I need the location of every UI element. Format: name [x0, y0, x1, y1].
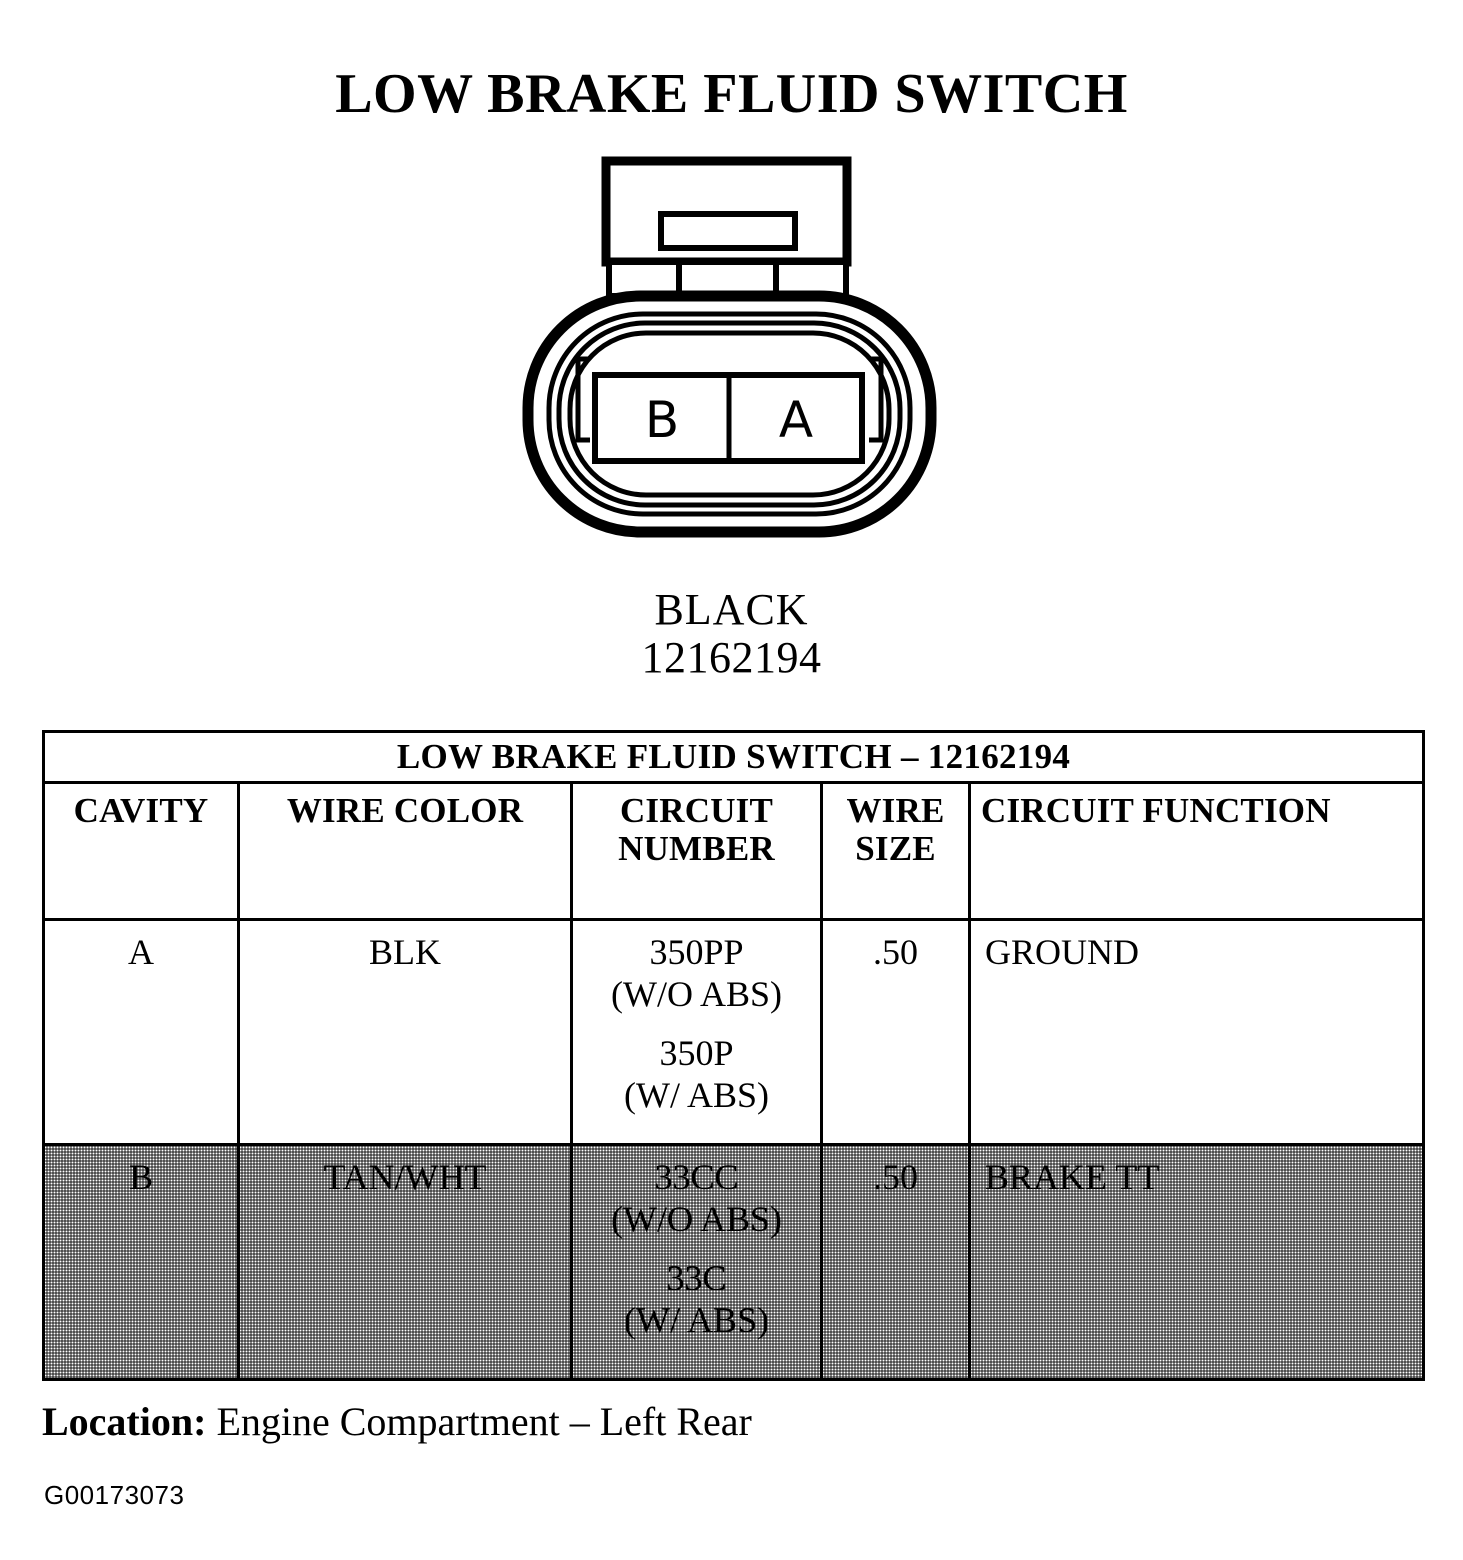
- row-b-wire-color: TAN/WHT: [237, 1143, 573, 1381]
- row-b-wire-size: .50: [820, 1143, 971, 1381]
- row-b-circuit-number-2: 33C: [666, 1257, 727, 1298]
- col-header-cavity: CAVITY: [42, 781, 240, 921]
- table-row: A BLK 350PP (W/O ABS) 350P (W/ ABS) .50 …: [42, 918, 1426, 1146]
- connector-strip-segment-left: [606, 259, 682, 299]
- col-header-circuit-number: CIRCUIT NUMBER: [570, 781, 823, 921]
- row-a-circuit-number-1: 350PP: [649, 932, 744, 972]
- figure-id: G00173073: [44, 1480, 185, 1510]
- connector-top-tab-slot: [658, 211, 798, 251]
- col-header-wire-size-line1: WIRE: [846, 791, 945, 830]
- cavity-label-b: B: [645, 391, 679, 449]
- connector-body-ring-2: [556, 320, 903, 508]
- col-header-wire-color: WIRE COLOR: [237, 781, 573, 921]
- location-label: Location:: [42, 1399, 207, 1444]
- connector-strip-segment-center: [676, 259, 779, 299]
- row-a-circuit-function: GROUND: [967, 918, 1426, 1146]
- row-b-circuit-number: 33CC (W/O ABS) 33C (W/ ABS): [570, 1143, 823, 1381]
- row-b-circuit-number-1-note: (W/O ABS): [611, 1199, 782, 1240]
- row-a-wire-size: .50: [820, 918, 971, 1146]
- row-a-circuit-number-2: 350P: [659, 1032, 734, 1073]
- location-value: Engine Compartment – Left Rear: [206, 1399, 752, 1444]
- location-line: Location: Engine Compartment – Left Rear: [42, 1398, 752, 1445]
- row-b-circuit-number-2-note: (W/ ABS): [623, 1300, 769, 1341]
- connector-body-outer: [522, 290, 937, 538]
- col-header-wire-size: WIRE SIZE: [820, 781, 971, 921]
- row-b-circuit-function: BRAKE TT: [967, 1143, 1426, 1381]
- pinout-table: LOW BRAKE FLUID SWITCH – 12162194 CAVITY…: [41, 730, 1426, 1381]
- connector-body-ring-3: [567, 330, 892, 498]
- page-title: LOW BRAKE FLUID SWITCH: [335, 63, 1128, 125]
- connector-keying-notch-right: [869, 356, 884, 443]
- connector-keying-notch-left: [575, 356, 590, 443]
- table-title-cell: LOW BRAKE FLUID SWITCH – 12162194: [41, 730, 1426, 784]
- row-a-circuit-number: 350PP (W/O ABS) 350P (W/ ABS): [570, 918, 823, 1146]
- row-b-cavity: B: [42, 1143, 240, 1381]
- col-header-circuit-number-line1: CIRCUIT: [619, 791, 774, 830]
- connector-color-name: BLACK: [654, 585, 809, 634]
- connector-part-number: 12162194: [641, 633, 822, 682]
- col-header-circuit-function: CIRCUIT FUNCTION: [967, 781, 1426, 921]
- row-a-wire-color: BLK: [237, 918, 573, 1146]
- col-header-wire-size-line2: SIZE: [855, 828, 936, 868]
- connector-strip-segment-right: [773, 259, 849, 299]
- connector-caption: BLACK 12162194: [0, 588, 1463, 680]
- row-a-circuit-number-1-note: (W/O ABS): [611, 974, 782, 1015]
- row-a-circuit-number-2-note: (W/ ABS): [623, 1075, 769, 1116]
- table-row: B TAN/WHT 33CC (W/O ABS) 33C (W/ ABS) .5…: [42, 1143, 1426, 1381]
- row-a-cavity: A: [42, 918, 240, 1146]
- connector-body-ring-1: [546, 311, 913, 517]
- connector-top-tab: [601, 156, 852, 267]
- col-header-circuit-number-line2: NUMBER: [618, 828, 775, 868]
- cavity-label-a: A: [779, 391, 813, 449]
- table-header-row: CAVITY WIRE COLOR CIRCUIT NUMBER WIRE SI…: [42, 781, 1426, 921]
- table-title-row: LOW BRAKE FLUID SWITCH – 12162194: [41, 730, 1426, 784]
- connector-cavity-block: [592, 372, 865, 464]
- row-b-circuit-number-1: 33CC: [654, 1157, 739, 1197]
